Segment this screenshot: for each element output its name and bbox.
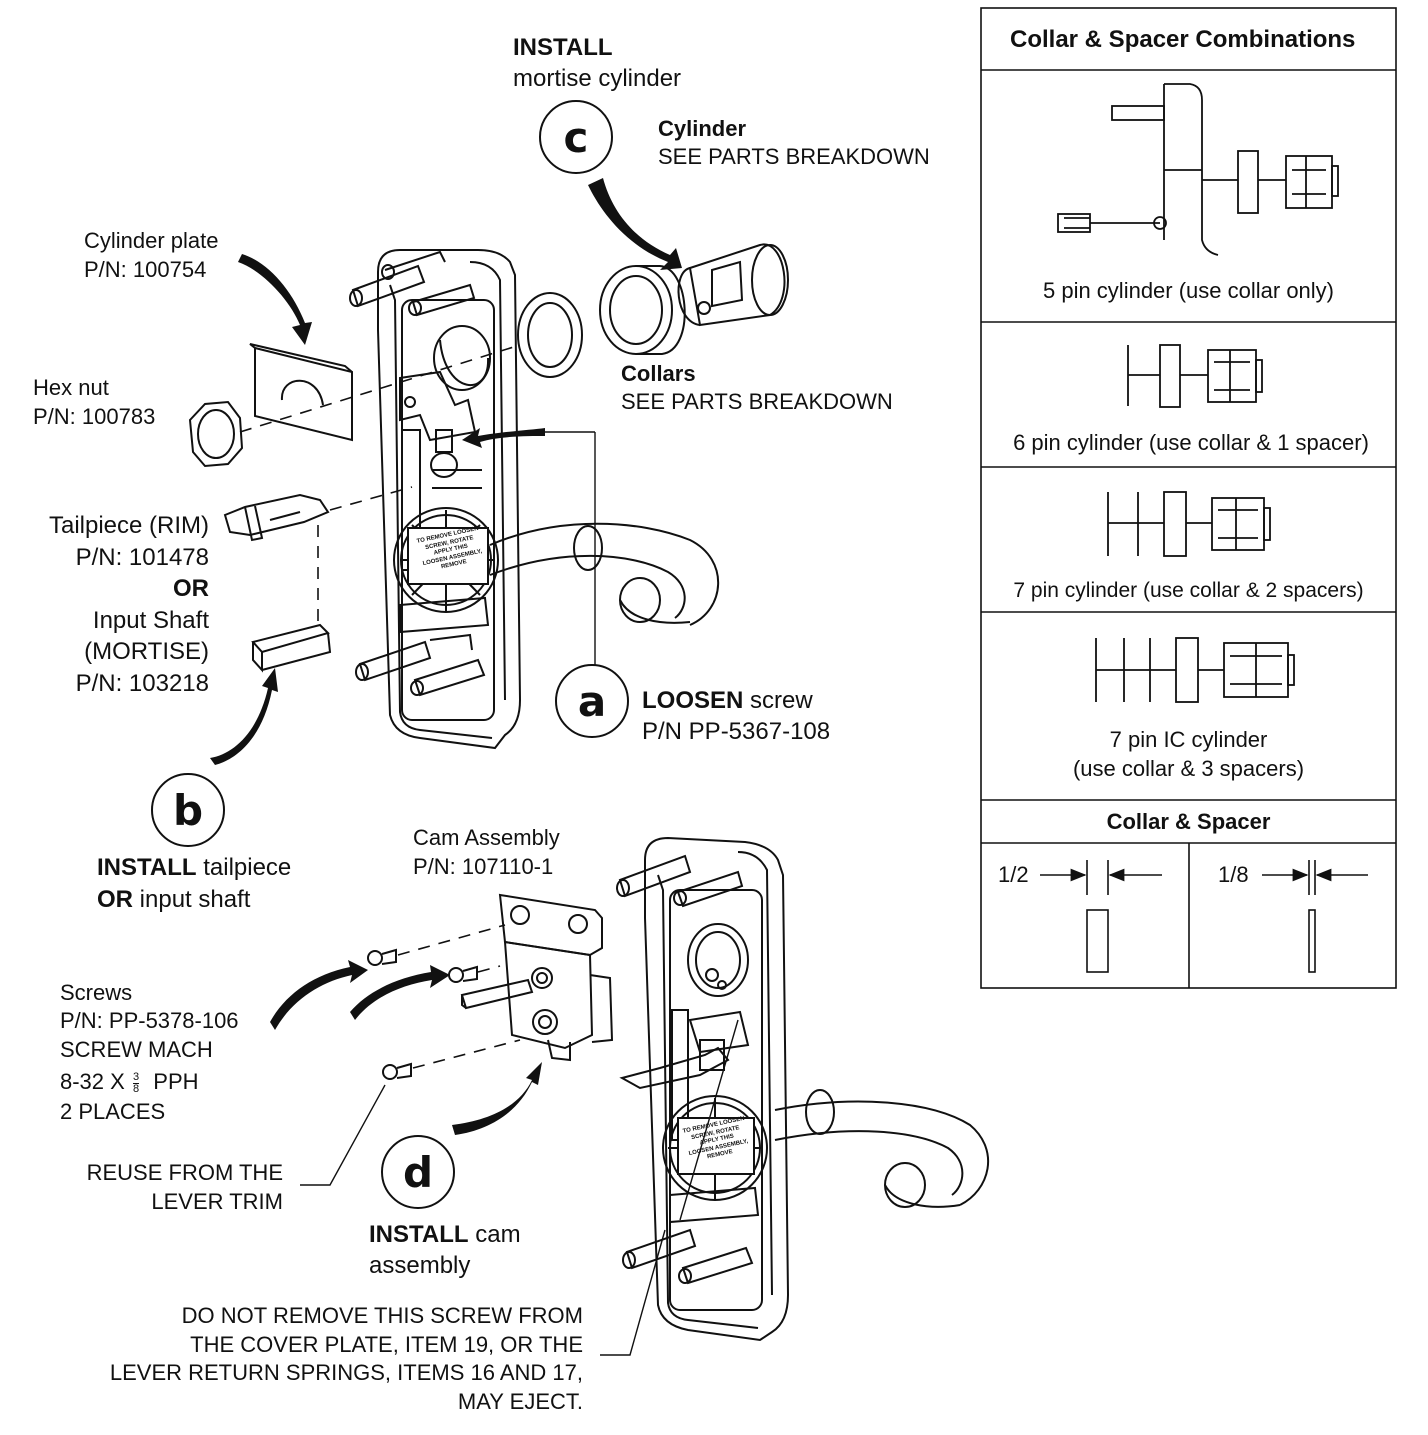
or-label: OR <box>173 575 209 602</box>
step-a-action-line: LOOSEN screw <box>642 686 813 715</box>
step-d-line1: INSTALL cam <box>369 1220 521 1249</box>
lower-trim-plate <box>644 836 790 1342</box>
reuse-line2: LEVER TRIM <box>151 1189 283 1214</box>
cam-assembly <box>460 893 614 1062</box>
reuse-note: REUSE FROM THE LEVER TRIM <box>23 1158 283 1216</box>
step-c-title: INSTALL <box>513 34 613 61</box>
warning-line2: THE COVER PLATE, ITEM 19, OR THE <box>190 1331 583 1357</box>
step-a-action-rest: screw <box>743 687 813 714</box>
step-b-line1-bold: INSTALL <box>97 854 197 881</box>
table-row-7pin-ic-line2: (use collar & 3 spacers) <box>1072 756 1305 781</box>
spacer-dimension-label: 1/8 <box>1218 862 1249 887</box>
warning-note: DO NOT REMOVE THIS SCREW FROM THE COVER … <box>23 1302 583 1416</box>
hex-nut-label: Hex nut <box>33 375 109 400</box>
step-a-badge: a <box>555 664 629 738</box>
lower-mounting-studs <box>616 854 754 1285</box>
step-b-line2-bold: OR <box>97 886 133 913</box>
upper-internal-mechanism <box>393 370 499 651</box>
step-d-line1-rest: cam <box>468 1221 521 1248</box>
upper-trim-assembly <box>349 249 720 750</box>
cylinder-plate <box>249 343 353 442</box>
lower-assembly-axes <box>397 924 521 1069</box>
step-c-badge: c <box>539 100 613 174</box>
cam-assembly-pn: P/N: 107110-1 <box>413 854 554 879</box>
input-shaft-pn: P/N: 103218 <box>75 669 209 697</box>
fraction-denominator: 8 <box>132 1082 140 1095</box>
table-7pin-drawing <box>1107 491 1271 557</box>
step-a-action: LOOSEN <box>642 687 744 714</box>
upper-mounting-studs <box>349 250 486 697</box>
lower-installed-cylinder <box>687 923 749 997</box>
upper-assembly-axes <box>239 344 521 630</box>
step-b-badge: b <box>151 773 225 847</box>
collar-dimension-label: 1/2 <box>998 862 1029 887</box>
step-b-line1-rest: tailpiece <box>196 854 292 881</box>
tailpiece-rim <box>223 493 330 542</box>
warning-line3: LEVER RETURN SPRINGS, ITEMS 16 AND 17, <box>109 1360 583 1385</box>
warning-line4: MAY EJECT. <box>457 1388 583 1414</box>
cylinder-label: Cylinder <box>658 116 747 141</box>
tailpiece-pn: P/N: 101478 <box>75 543 209 571</box>
step-b-line2-rest: input shaft <box>133 886 251 913</box>
table-7pin-ic-drawing <box>1095 637 1295 703</box>
step-a-part: P/N PP-5367-108 <box>642 718 831 745</box>
screws-places: 2 PLACES <box>60 1099 166 1124</box>
input-shaft-type: (MORTISE) <box>84 638 209 665</box>
screws-pn: P/N: PP-5378-106 <box>60 1008 239 1033</box>
table-title: Collar & Spacer Combinations <box>1010 26 1356 53</box>
upper-trim-plate <box>377 249 522 750</box>
tailpiece-label-group: Tailpiece (RIM) P/N: 101478 OR Input Sha… <box>0 510 209 699</box>
collar-dimension-drawing <box>1040 860 1162 973</box>
lower-trim-assembly <box>616 836 989 1342</box>
step-b-line1: INSTALL tailpiece <box>97 853 291 882</box>
tailpiece-label: Tailpiece (RIM) <box>48 512 209 539</box>
collars-label: Collars <box>621 361 696 386</box>
step-d-line1-bold: INSTALL <box>369 1221 469 1248</box>
step-c-subtitle: mortise cylinder <box>513 65 682 92</box>
upper-curved-arrows <box>210 178 682 765</box>
step-d-badge: d <box>381 1135 455 1209</box>
upper-pointer-lines <box>535 431 596 665</box>
cylinder-plate-pn: P/N: 100754 <box>84 257 207 282</box>
table-6pin-drawing <box>1127 344 1263 408</box>
table-row-6pin: 6 pin cylinder (use collar & 1 spacer) <box>1013 430 1369 455</box>
screws-size-post: PPH <box>141 1069 199 1094</box>
cylinder-plate-label: Cylinder plate <box>84 228 219 253</box>
table-row-5pin: 5 pin cylinder (use collar only) <box>1042 278 1335 303</box>
spacer-dimension-drawing <box>1262 860 1368 973</box>
input-shaft-mortise <box>251 623 332 673</box>
fraction-numerator: 3 <box>132 1070 140 1084</box>
screws-size-pre: 8-32 X <box>60 1069 131 1094</box>
lower-screws <box>367 948 478 1080</box>
lower-pointer-lines <box>300 1019 739 1356</box>
step-d-line2: assembly <box>369 1252 471 1279</box>
warning-line1: DO NOT REMOVE THIS SCREW FROM <box>181 1303 583 1328</box>
table-subtitle: Collar & Spacer <box>1106 809 1271 834</box>
upper-mortise-cylinder <box>677 243 789 327</box>
cam-assembly-label: Cam Assembly <box>413 825 560 850</box>
collars-ref: SEE PARTS BREAKDOWN <box>621 389 893 414</box>
hex-nut-pn: P/N: 100783 <box>33 404 156 429</box>
reuse-line1: REUSE FROM THE <box>86 1160 283 1185</box>
hex-nut <box>188 400 244 468</box>
lower-curved-arrows <box>270 960 542 1135</box>
lower-lever-handle <box>774 1089 989 1208</box>
step-b-line2: OR input shaft <box>97 885 250 914</box>
table-row-7pin-ic-line1: 7 pin IC cylinder <box>1109 727 1268 752</box>
screws-label: Screws <box>60 980 133 1005</box>
lower-internal-mechanism <box>619 1009 768 1224</box>
cylinder-ref: SEE PARTS BREAKDOWN <box>658 144 930 169</box>
input-shaft-label: Input Shaft <box>92 606 209 634</box>
collar-spacer-table <box>980 7 1397 989</box>
table-row-7pin: 7 pin cylinder (use collar & 2 spacers) <box>1013 579 1364 602</box>
screws-type: SCREW MACH <box>60 1037 213 1062</box>
table-5pin-drawing <box>1057 83 1339 256</box>
upper-lever-handle <box>489 522 720 626</box>
